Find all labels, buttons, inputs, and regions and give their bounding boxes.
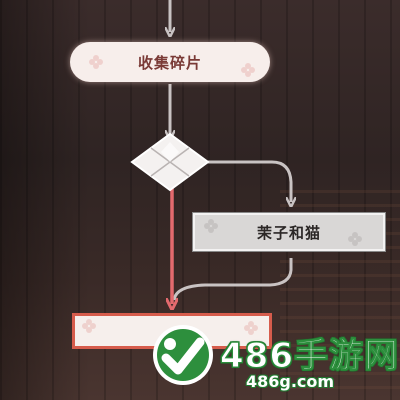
sakura-icon <box>82 319 96 333</box>
sakura-icon <box>244 321 258 335</box>
decision-diamond <box>130 132 210 192</box>
watermark-logo: 486手游网 486g.com <box>150 322 400 400</box>
connector-jasmine-to-bottom <box>172 258 293 301</box>
sakura-icon <box>89 55 103 69</box>
sakura-icon <box>204 219 218 233</box>
brand-logo-icon <box>153 325 213 385</box>
sakura-icon <box>241 63 255 77</box>
sakura-icon <box>348 232 362 246</box>
node-jasmine-and-cat-label: 茉子和猫 <box>256 223 321 242</box>
watermark-url: 486g.com <box>246 372 335 391</box>
connector-diamond-to-jasmine <box>207 160 291 202</box>
node-collect-fragments[interactable]: 收集碎片 <box>70 42 270 82</box>
node-collect-fragments-label: 收集碎片 <box>137 53 202 72</box>
watermark-brand: 486手游网 <box>220 336 399 377</box>
node-jasmine-and-cat[interactable]: 茉子和猫 <box>193 213 385 251</box>
